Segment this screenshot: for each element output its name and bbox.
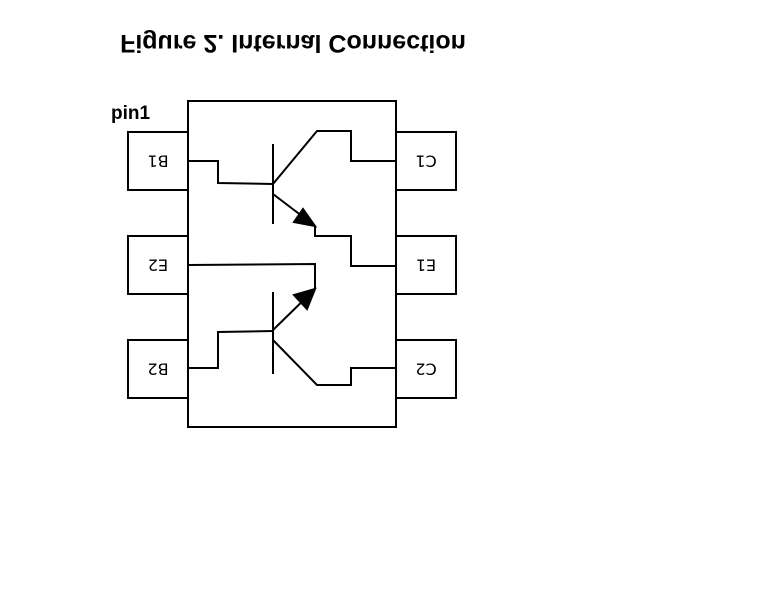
transistor-2-base-wire [188,330,274,369]
pin1-marker: pin1 [111,103,150,124]
figure-title: Figure 2. Internal Connection [120,29,466,57]
pin-b1-label: B1 [147,152,168,171]
transistor-2 [188,287,396,386]
transistor-1-emitter-arrow [292,207,318,228]
pin-c1-label: C1 [415,152,436,171]
pin-e1-label: E1 [416,256,436,275]
pin-e1: E1 [395,235,457,295]
pin-c2: C2 [395,339,457,399]
transistor-1-base-wire [188,160,274,185]
pin-e2: E2 [127,235,189,295]
pin-b2: B2 [127,339,189,399]
pin-c2-label: C2 [415,360,436,379]
transistor-2-collector-wire [272,339,396,386]
pin-b1: B1 [127,131,189,191]
transistor-1-collector-wire [272,130,396,185]
transistor-1 [188,130,396,267]
pin-e2-label: E2 [148,256,168,275]
emitter-link-wire [187,262,316,289]
pin-c1: C1 [395,131,457,191]
transistor-2-emitter-arrow [292,287,317,311]
pin-b2-label: B2 [147,360,168,379]
transistor-1-emitter-wire [272,193,396,267]
